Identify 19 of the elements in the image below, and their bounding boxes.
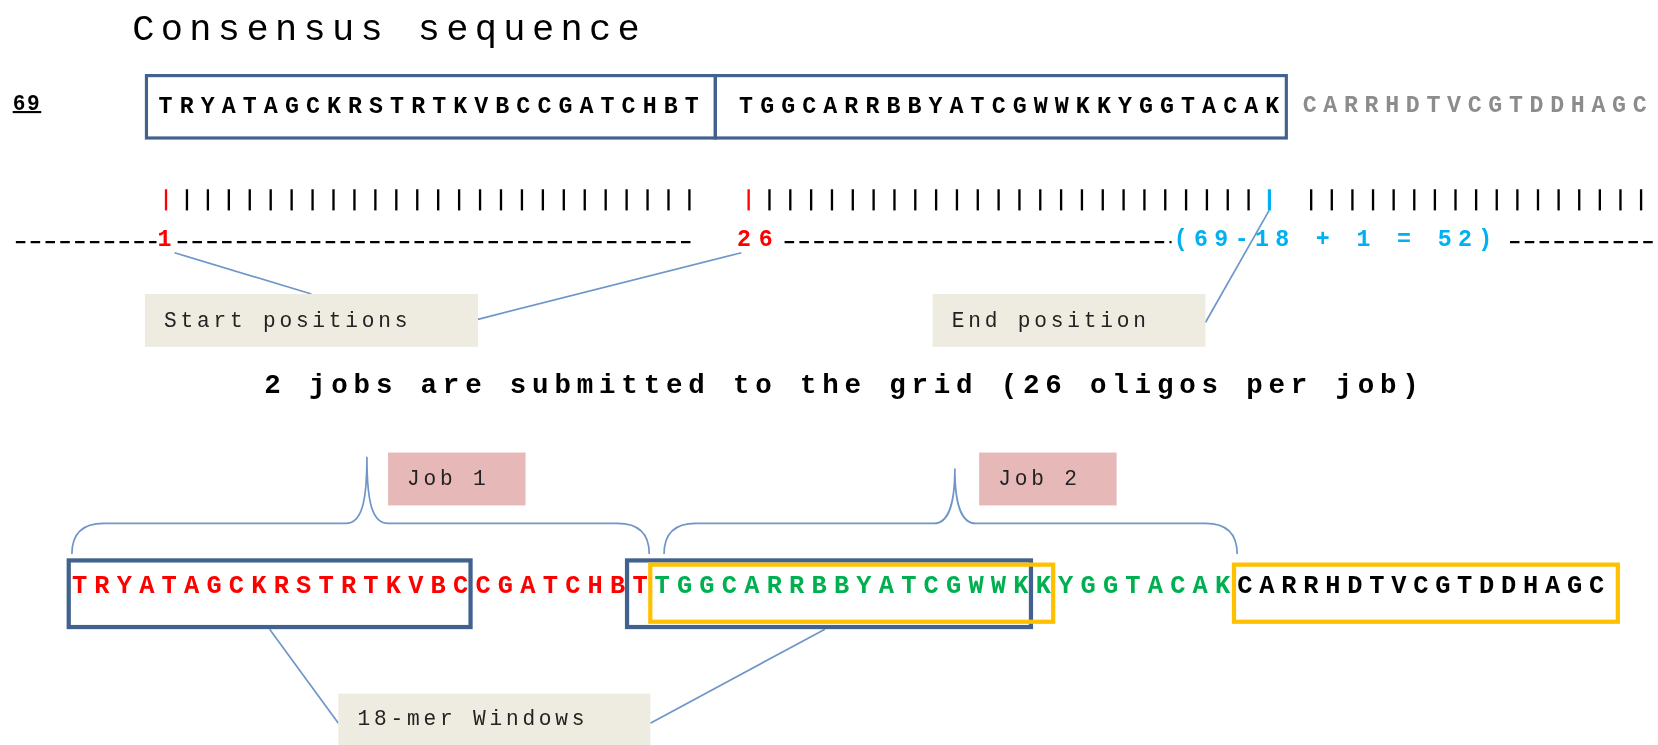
leader-line	[477, 251, 743, 321]
sequence-text: CARRHDTVCGTDDHAGC	[1302, 95, 1654, 119]
heading: Consensus sequence	[132, 12, 647, 50]
position-number: 26	[737, 229, 781, 253]
leader-line	[268, 628, 340, 725]
window-frame	[1231, 562, 1620, 624]
position-number: 1	[157, 229, 175, 253]
sequence-text: CARRHDTVCGTDDHAGC	[1237, 574, 1612, 600]
leader-line	[649, 628, 826, 725]
callout-label: 18-mer Windows	[338, 693, 651, 745]
caption-text: 2 jobs are submitted to the grid (26 oligos per job)	[264, 372, 1425, 400]
sequence-box: TGGCARRBBYATCGWWKKYGGTACAK	[713, 74, 1288, 140]
leader-line	[173, 251, 313, 295]
job-label: Job 2	[979, 452, 1117, 506]
job-label: Job 1	[388, 452, 526, 506]
callout-label: End position	[932, 293, 1206, 347]
line-number: 69	[12, 94, 42, 116]
tick-mark	[1267, 189, 1271, 211]
callout-label: Start positions	[144, 293, 478, 347]
